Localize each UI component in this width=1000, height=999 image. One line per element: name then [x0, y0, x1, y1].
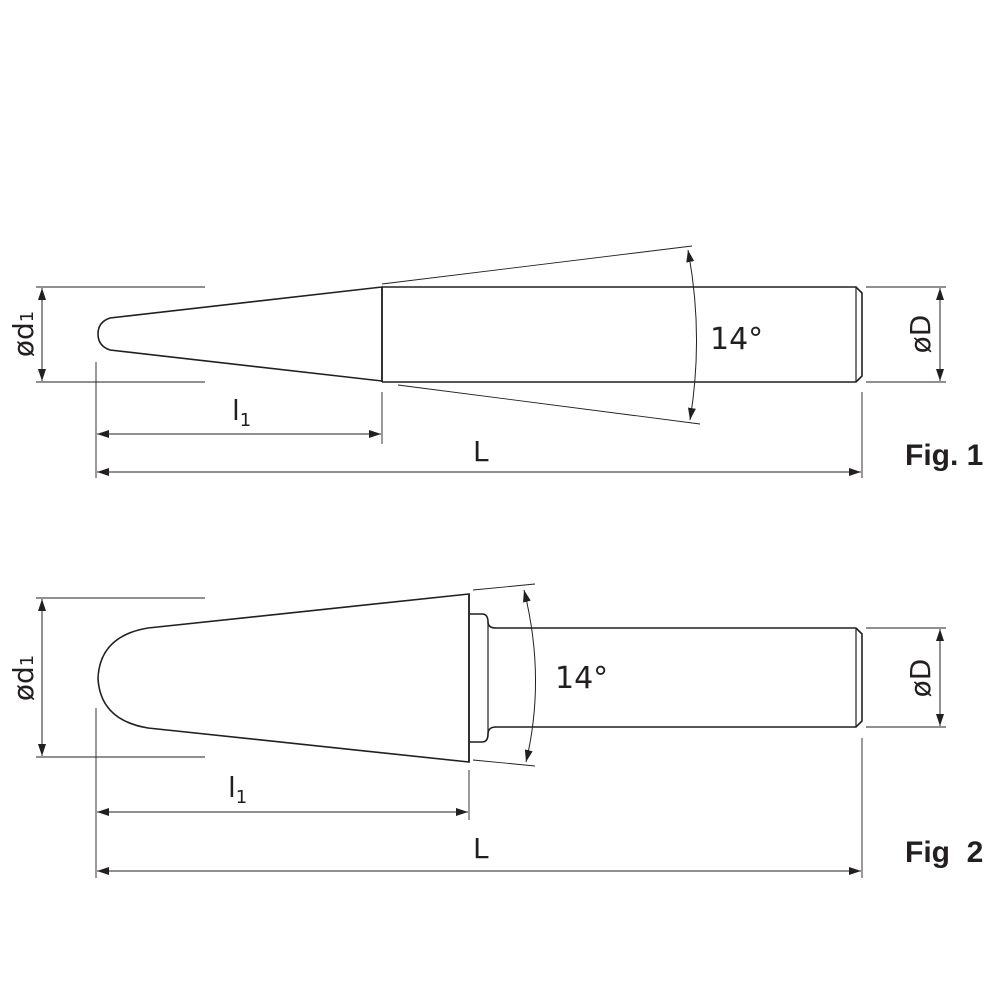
tool-2-shank-diameter-label: øD: [904, 659, 937, 698]
tool-2-cutting-head: [97, 593, 470, 763]
tool-1-head-length-label: l1: [232, 394, 251, 431]
tool-1-total-length-label: L: [473, 435, 489, 468]
tool-2-extension-lines: [36, 583, 946, 878]
tool-1-cutting-head: [97, 286, 383, 382]
tool-1-shank-diameter-label: øD: [904, 315, 937, 354]
tool-2-head-diameter-label: ød1: [7, 655, 40, 701]
tool-1-body: [97, 286, 863, 383]
tool-2-shank: [469, 613, 863, 743]
tool-2-head-length-label: l1: [228, 771, 247, 808]
figure-2-caption: Fig 2: [905, 836, 983, 869]
figure-2: 14° ød1 øD l1 L Fig 2: [7, 583, 983, 878]
figure-1: 14° ød1 øD l1 L Fig. 1: [7, 245, 983, 478]
tool-2-angle-arc: [523, 589, 536, 763]
figure-1-caption: Fig. 1: [905, 439, 983, 472]
tool-1-angle-arc: [686, 249, 697, 421]
tool-1-shank: [382, 286, 863, 383]
tool-1-extension-lines: [36, 245, 946, 478]
tool-2-angle-label: 14°: [555, 661, 608, 696]
tool-1-angle-label: 14°: [710, 322, 763, 357]
tool-1-head-diameter-label: ød1: [7, 311, 40, 357]
tool-2-body: [97, 593, 863, 763]
tool-2-total-length-label: L: [473, 832, 489, 865]
